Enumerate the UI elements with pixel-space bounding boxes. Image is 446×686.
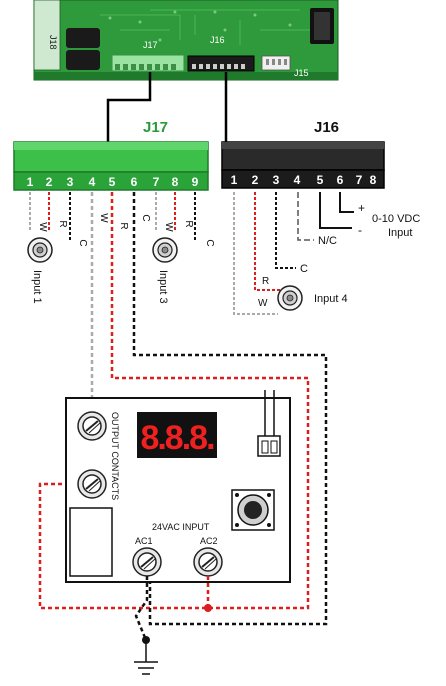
- output-r-letter: R: [118, 222, 129, 229]
- input4-r-letter: R: [262, 276, 269, 287]
- input4-wires: [233, 192, 296, 315]
- j17-pin-7: 7: [153, 175, 160, 189]
- j16-pin-4: 4: [294, 173, 301, 187]
- output-contact-screw-2-icon: [77, 469, 107, 499]
- output-contact-screw-1-icon: [77, 411, 107, 441]
- j17-pin-3: 3: [67, 175, 74, 189]
- j17-connector: J17 1 2 3 4 5 6 7 8 9: [13, 119, 209, 191]
- output-w-letter: W: [98, 213, 109, 223]
- j17-output-letters: W R C: [98, 213, 151, 229]
- j15-pcb-label: J15: [294, 68, 309, 78]
- ground-icon: [134, 640, 158, 675]
- j16-title: J16: [314, 119, 339, 136]
- ac2-screw-icon: [193, 547, 223, 577]
- j16-pin-8: 8: [370, 173, 377, 187]
- j17-pin-2: 2: [46, 175, 53, 189]
- input1-c-letter: C: [77, 239, 88, 246]
- vdc-label-line2: Input: [388, 227, 412, 239]
- ac-wires: [134, 576, 210, 641]
- vdc-wires: [319, 192, 354, 229]
- ac1-screw-icon: [132, 547, 162, 577]
- ac1-label: AC1: [135, 536, 153, 546]
- input1-wire-letters: R W C: [37, 220, 88, 246]
- j17-pin-4: 4: [89, 175, 96, 189]
- nc-wire: [297, 192, 314, 241]
- input3-r-letter: R: [183, 220, 194, 227]
- j16-pin-1: 1: [231, 173, 238, 187]
- j18-label: J18: [48, 35, 58, 50]
- input3-sensor-icon: [152, 237, 178, 263]
- input1-wires: [29, 192, 71, 240]
- input1-sensor-icon: [27, 237, 53, 263]
- power-input-label: 24VAC INPUT: [152, 522, 210, 532]
- j17-pin-8: 8: [172, 175, 179, 189]
- j16-pcb-label: J16: [210, 35, 225, 45]
- pin6-c-letter: C: [140, 214, 151, 221]
- j16-pin-2: 2: [252, 173, 259, 187]
- vdc-label-line1: 0-10 VDC: [372, 213, 420, 225]
- connector-leader-lines: [106, 72, 228, 142]
- relay-box: [69, 507, 113, 577]
- input1-label: Input 1: [31, 270, 43, 304]
- led-display: [137, 412, 217, 458]
- j17-pin-1: 1: [27, 175, 34, 189]
- controller-board: OUTPUT CONTACTS 8.8.8. 24VAC INPUT AC1 A…: [65, 390, 291, 583]
- input4-sensor-icon: [277, 285, 303, 311]
- j17-pin-9: 9: [192, 175, 199, 189]
- output-contacts-label: OUTPUT CONTACTS: [110, 412, 120, 500]
- ac2-junction-dot: [204, 604, 212, 612]
- j16-connector: J16 1 2 3 4 5 6 7 8: [221, 119, 385, 189]
- input4-w-letter: W: [258, 298, 268, 309]
- j17-output-wires: [38, 192, 328, 626]
- ac2-label: AC2: [200, 536, 218, 546]
- input4-label: Input 4: [314, 293, 348, 305]
- input3-wire-letters: R W C: [163, 220, 215, 246]
- vdc-minus-sign: -: [358, 223, 362, 237]
- input3-c-letter: C: [204, 239, 215, 246]
- input1-w-letter: W: [37, 222, 48, 232]
- j16-pin-7: 7: [356, 173, 363, 187]
- input1-r-letter: R: [57, 220, 68, 227]
- vdc-plus-sign: +: [358, 201, 365, 215]
- nc-label: N/C: [318, 235, 337, 247]
- pcb-board: J18 J15 J17 J16: [33, 0, 339, 81]
- j17-pcb-label: J17: [143, 40, 158, 50]
- led-display-digits: 8.8.8.: [140, 419, 214, 457]
- j17-title: J17: [143, 119, 168, 136]
- j16-pin-6: 6: [337, 173, 344, 187]
- input3-w-letter: W: [163, 222, 174, 232]
- j16-pin-5: 5: [317, 173, 324, 187]
- input3-wires: [155, 192, 196, 240]
- input3-label: Input 3: [157, 270, 169, 304]
- input4-c-label: C: [300, 263, 308, 275]
- j17-pin-5: 5: [109, 175, 116, 189]
- j17-pin-6: 6: [131, 175, 138, 189]
- j16-pin-3: 3: [273, 173, 280, 187]
